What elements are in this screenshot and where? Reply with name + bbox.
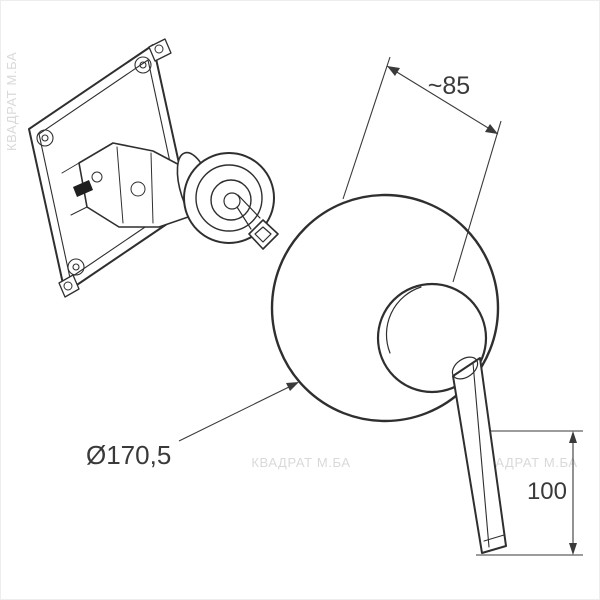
leader-line xyxy=(178,385,292,442)
arrowhead xyxy=(569,543,577,555)
arrowhead xyxy=(569,431,577,443)
corner-boss-hole xyxy=(72,263,80,271)
corner-boss xyxy=(36,129,54,147)
rough-in-valve xyxy=(28,38,279,298)
fixing-tabs xyxy=(58,38,172,298)
arrowhead xyxy=(485,124,498,134)
dimension-diameter xyxy=(178,382,299,442)
spindle-edge xyxy=(237,194,261,219)
body-port xyxy=(130,181,146,197)
valve-body-edge xyxy=(70,206,88,216)
spindle-square xyxy=(248,219,279,250)
valve-body-edge xyxy=(150,152,154,224)
hub-chamfer-arc xyxy=(385,286,422,354)
lever-handle xyxy=(452,357,507,554)
watermark-bottom-right: КВАДРАТ М.БА xyxy=(478,455,577,470)
cartridge-ring xyxy=(223,192,241,210)
trim-set xyxy=(270,193,507,554)
logo-mark xyxy=(73,180,93,197)
diameter-dimension-label: Ø170,5 xyxy=(86,440,171,470)
watermark-bottom-center: КВАДРАТ М.БА xyxy=(251,455,350,470)
depth-dimension-label: ~85 xyxy=(428,72,470,100)
lever-tip-edge xyxy=(483,534,505,542)
valve-body-edge xyxy=(116,146,124,224)
fixing-tab-hole xyxy=(63,281,73,291)
cartridge-ring xyxy=(195,164,263,232)
corner-boss-hole xyxy=(41,134,49,142)
arrowhead xyxy=(286,382,299,391)
corner-boss xyxy=(134,56,152,74)
dimension-depth xyxy=(342,56,502,283)
lever-edge xyxy=(472,362,490,548)
cartridge-face xyxy=(183,152,275,244)
extension-line xyxy=(342,56,391,200)
lever-joint xyxy=(451,356,479,380)
spindle-edge xyxy=(236,206,252,230)
dimension-line xyxy=(386,65,499,135)
lever-length-dimension-label: 100 xyxy=(527,478,567,505)
fixing-tab-hole xyxy=(154,44,164,54)
corner-boss xyxy=(67,258,85,276)
extension-line xyxy=(452,120,502,283)
cartridge-ring xyxy=(210,179,252,221)
spindle-square-inner xyxy=(254,226,272,243)
escutcheon-plate xyxy=(270,193,500,423)
dimension-lever-length xyxy=(476,430,583,556)
arrowhead xyxy=(387,66,400,76)
handle-hub xyxy=(376,282,488,394)
corner-boss-hole xyxy=(139,61,147,69)
valve-body-edge xyxy=(61,162,80,174)
body-port xyxy=(91,171,103,183)
watermark-left: КВАДРАТ М.БА xyxy=(4,52,19,151)
watermarks: КВАДРАТ М.БА КВАДРАТ М.БА КВАДРАТ М.БА xyxy=(4,52,577,470)
